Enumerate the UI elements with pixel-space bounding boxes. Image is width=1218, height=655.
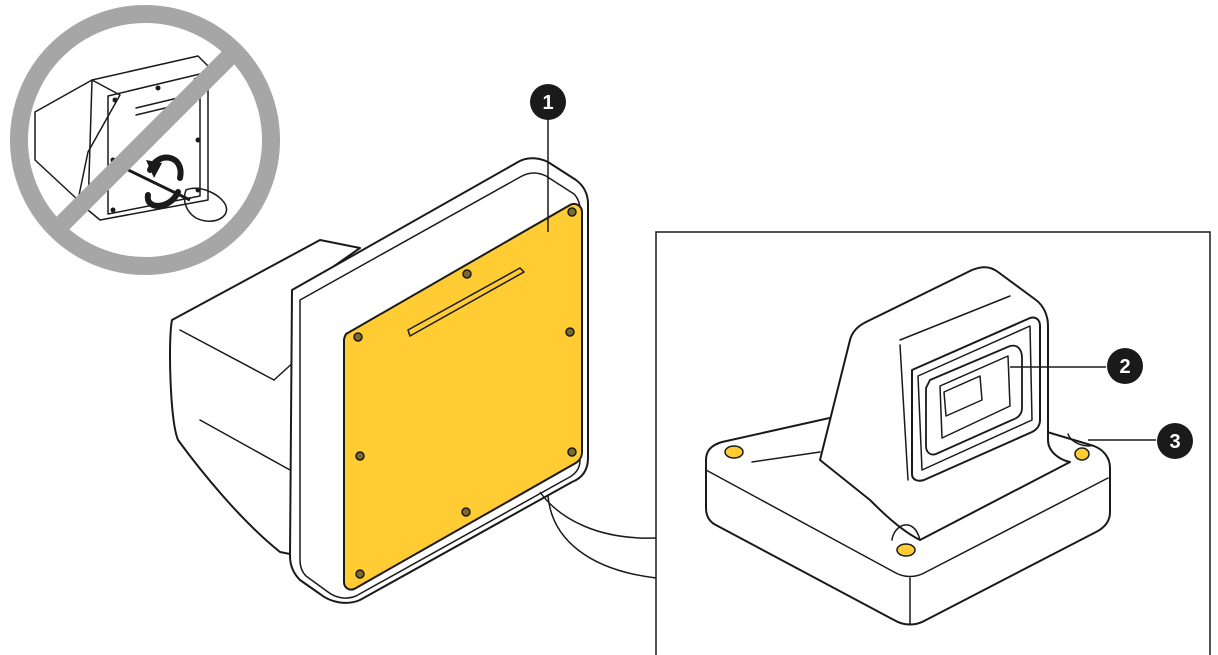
callout-1: 1: [530, 84, 566, 120]
mount-base-detail: [706, 267, 1110, 624]
callout-2: 2: [1107, 348, 1143, 384]
svg-text:3: 3: [1169, 431, 1180, 453]
screwdriver-icon: [118, 165, 227, 221]
svg-text:1: 1: [542, 92, 553, 114]
svg-text:2: 2: [1119, 356, 1130, 378]
callout-3: 3: [1157, 423, 1193, 459]
prohibition-sign-icon: [19, 14, 271, 266]
